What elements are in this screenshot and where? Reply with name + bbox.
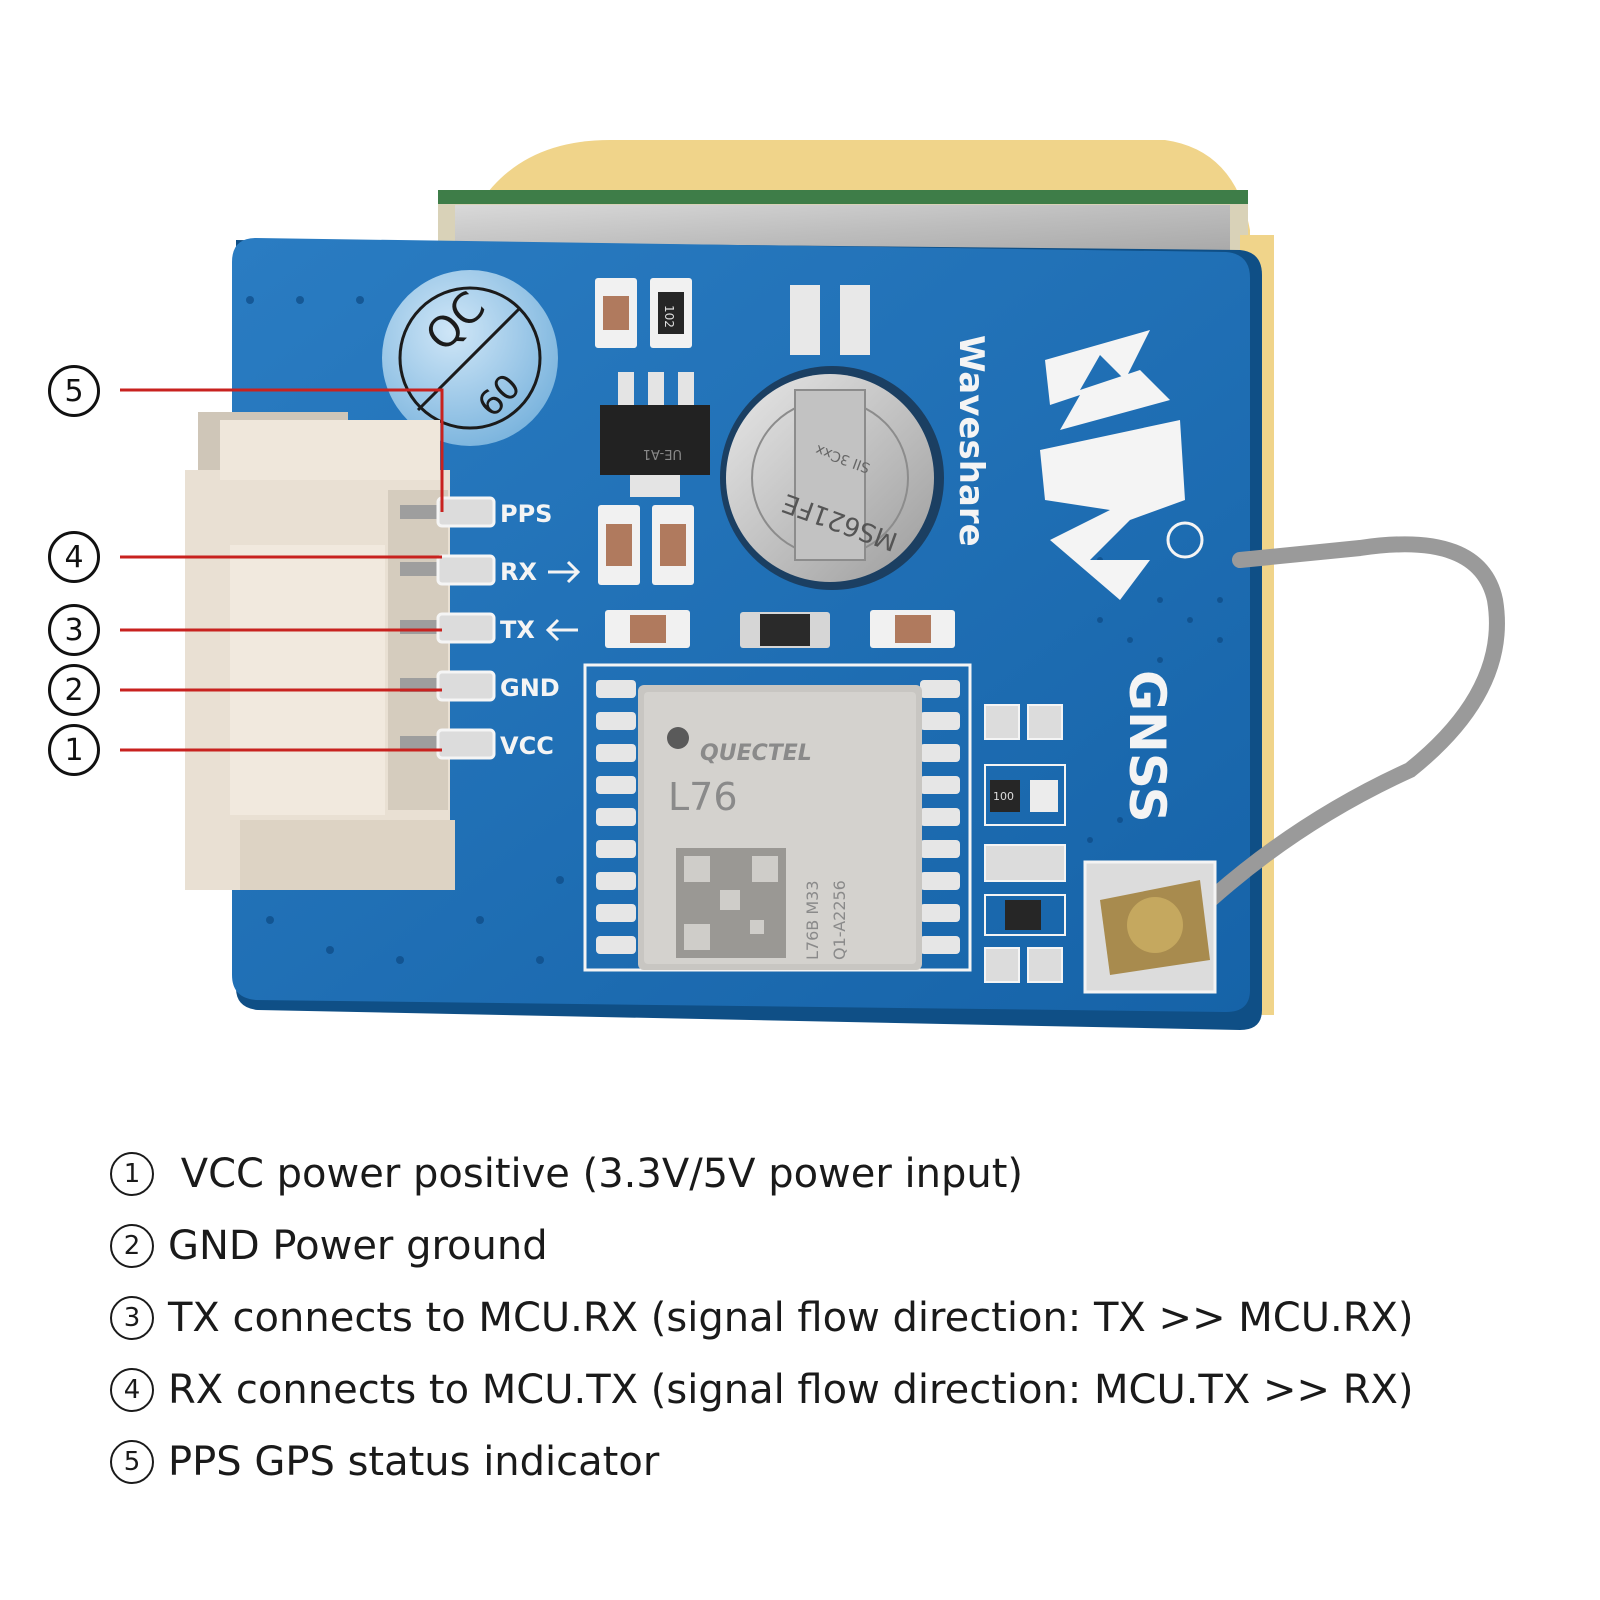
gnss-module-photo: QC 09 PPS RX TX GND VCC [120, 140, 1505, 1030]
legend-number: 1 [110, 1152, 154, 1196]
pin-legend: 1 VCC power positive (3.3V/5V power inpu… [110, 1138, 1570, 1498]
legend-item-tx: 3 TX connects to MCU.RX (signal flow dir… [110, 1282, 1570, 1354]
callout-3: 3 [48, 604, 100, 656]
legend-item-vcc: 1 VCC power positive (3.3V/5V power inpu… [110, 1138, 1570, 1210]
coin-battery: MS621FE SII 3Cxx [720, 285, 944, 590]
pin-label-gnd: GND [500, 674, 560, 702]
legend-text: GND Power ground [168, 1223, 548, 1269]
pin-pads [436, 496, 496, 760]
jst-connector [185, 412, 455, 890]
tx-arrow-icon [545, 618, 578, 642]
chip-mark-1: L76B M33 [803, 881, 822, 961]
chip-vendor: QUECTEL [700, 741, 812, 766]
right-passives: 100 [984, 704, 1066, 983]
chip-mark-2: Q1-A2256 [830, 880, 849, 960]
brand-text: Waveshare [951, 335, 991, 547]
callout-4: 4 [48, 531, 100, 583]
pin-label-vcc: VCC [500, 732, 554, 760]
gnss-text: GNSS [1118, 670, 1176, 823]
waveshare-logo-icon [1040, 330, 1204, 600]
legend-text: PPS GPS status indicator [168, 1439, 660, 1485]
voltage-regulator: UE-A1 [600, 372, 710, 497]
pin-label-rx: RX [500, 558, 537, 586]
legend-item-pps: 5 PPS GPS status indicator [110, 1426, 1570, 1498]
antenna-cable [1083, 536, 1505, 994]
pin-label-tx: TX [500, 616, 535, 644]
legend-number: 2 [110, 1224, 154, 1268]
legend-text: RX connects to MCU.TX (signal flow direc… [168, 1367, 1414, 1413]
resistor-mark-102: 102 [662, 305, 676, 328]
leader-pps [120, 388, 444, 512]
regulator-mark: UE-A1 [643, 446, 682, 461]
legend-item-rx: 4 RX connects to MCU.TX (signal flow dir… [110, 1354, 1570, 1426]
legend-item-gnd: 2 GND Power ground [110, 1210, 1570, 1282]
legend-number: 5 [110, 1440, 154, 1484]
pin-label-pps: PPS [500, 500, 552, 528]
smd-components: 102 [595, 278, 955, 648]
callout-1: 1 [48, 724, 100, 776]
legend-text: TX connects to MCU.RX (signal flow direc… [168, 1295, 1414, 1341]
l76-module: QUECTEL L76 L76B M33 Q1-A2256 [583, 663, 972, 972]
resistor-mark-100: 100 [993, 790, 1014, 803]
callout-5: 5 [48, 365, 100, 417]
callout-2: 2 [48, 664, 100, 716]
legend-number: 3 [110, 1296, 154, 1340]
legend-text: VCC power positive (3.3V/5V power input) [168, 1151, 1024, 1197]
rx-arrow-icon [548, 560, 581, 584]
callout-leaders [120, 388, 444, 752]
qc-sticker: QC 09 [382, 270, 558, 446]
legend-number: 4 [110, 1368, 154, 1412]
chip-model: L76 [668, 775, 738, 819]
